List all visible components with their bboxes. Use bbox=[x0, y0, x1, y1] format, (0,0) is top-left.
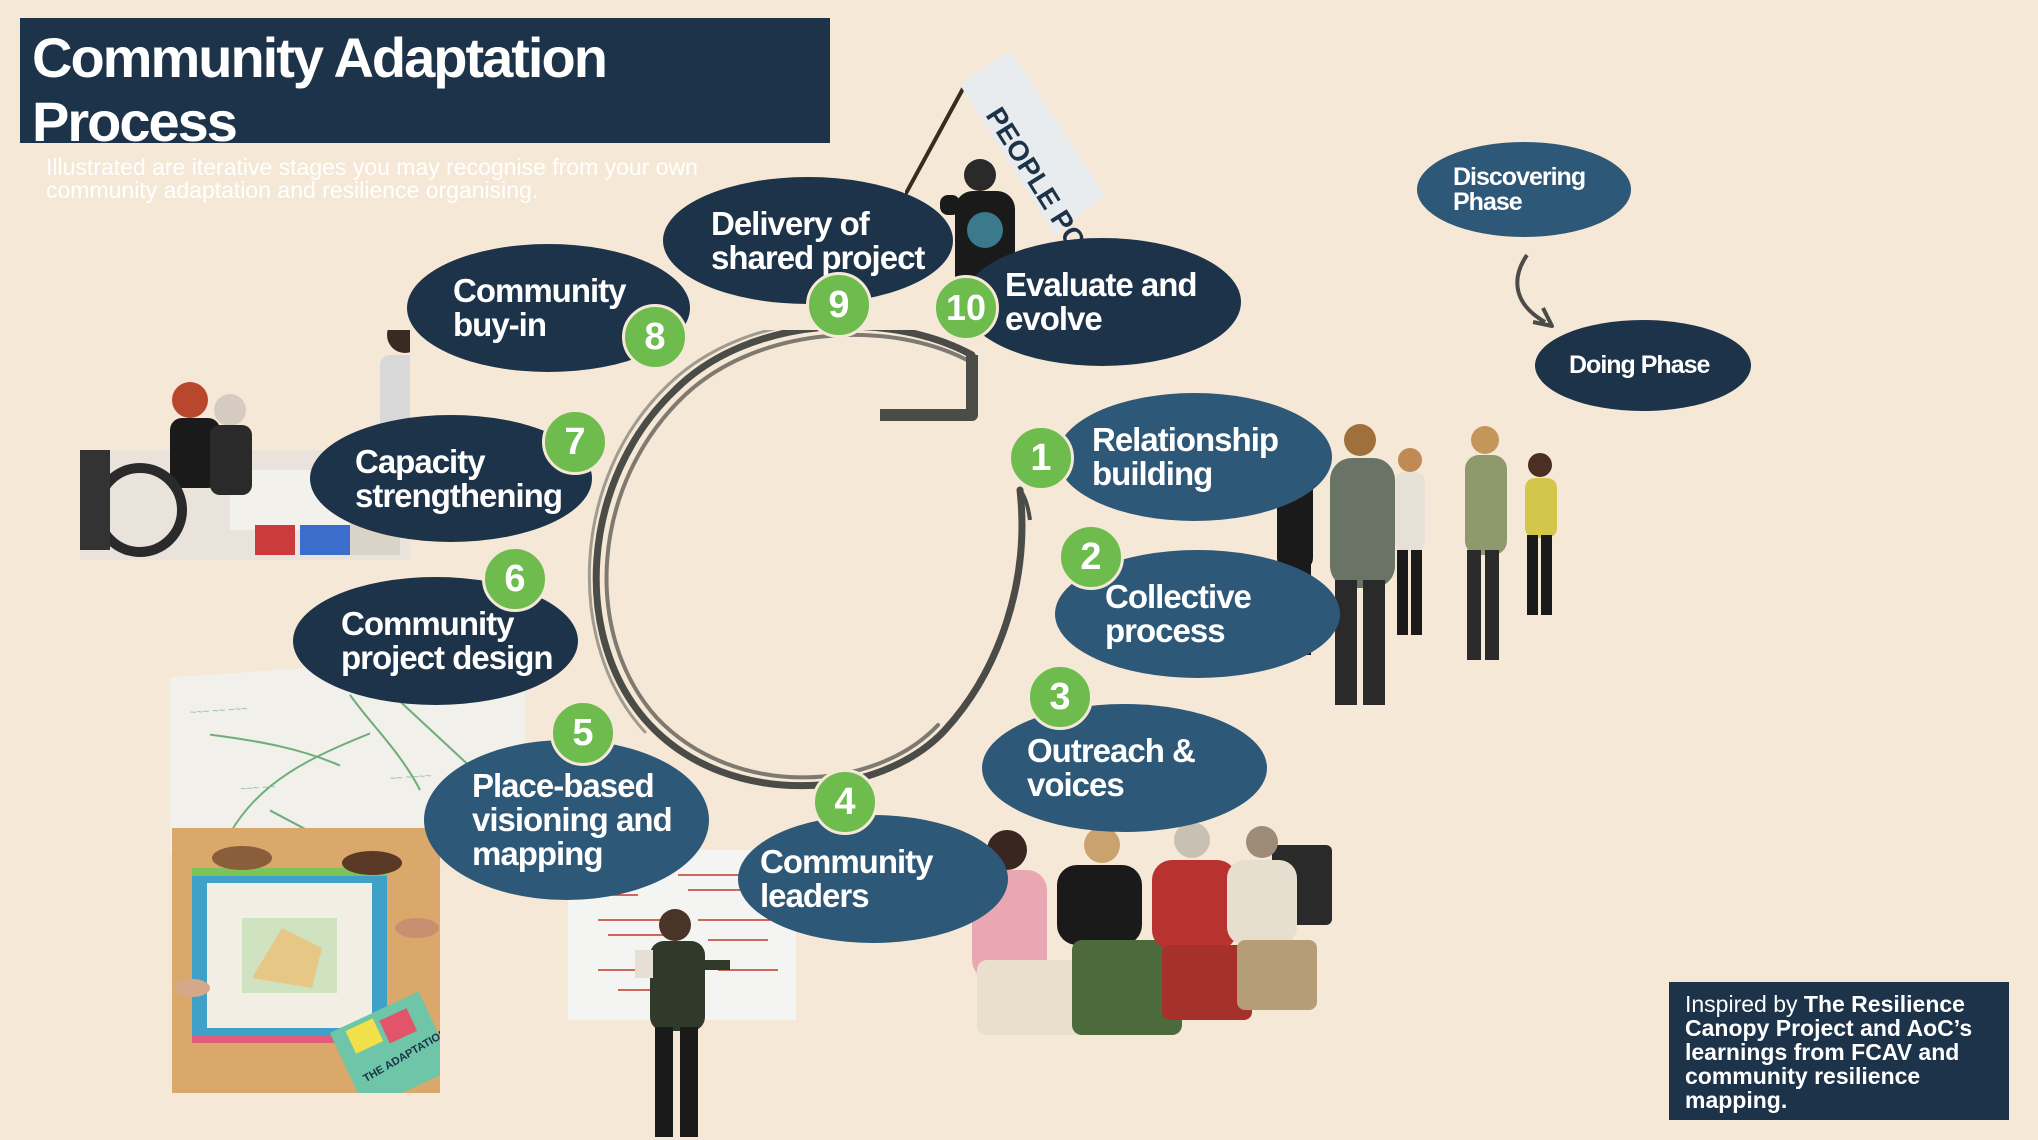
legend-discovering-label: Discovering Phase bbox=[1453, 162, 1586, 216]
stage-8-label: Community buy-in bbox=[453, 272, 626, 343]
stage-10-label: Evaluate and evolve bbox=[1005, 266, 1198, 337]
mapping-sketch: ~~~ ~~ ~~~ ~~ ~~~~ ~~~ ~~ bbox=[190, 694, 471, 838]
page-title: Community Adaptation Process bbox=[32, 26, 608, 153]
game-board-illustration: THE ADAPTATION GAME bbox=[174, 846, 481, 1110]
mapping-sheet-photo: ~~~ ~~ ~~~ ~~ ~~~~ ~~~ ~~ bbox=[170, 652, 525, 853]
stage-10-ellipse: Evaluate and evolve bbox=[963, 238, 1241, 366]
svg-text:~~~ ~~ ~~~: ~~~ ~~ ~~~ bbox=[190, 703, 247, 719]
stage-9-badge: 9 bbox=[806, 272, 872, 338]
stage-2-number: 2 bbox=[1080, 535, 1102, 578]
legend-doing-label: Doing Phase bbox=[1569, 351, 1710, 379]
svg-text:~~~ ~~: ~~~ ~~ bbox=[240, 781, 275, 795]
stage-6-badge: 6 bbox=[482, 546, 548, 612]
credit-box: Inspired by The Resilience Canopy Projec… bbox=[1669, 982, 2009, 1120]
cycle-arrow bbox=[587, 330, 1032, 790]
stage-2-ellipse: Collective process bbox=[1055, 550, 1340, 678]
stage-5-badge: 5 bbox=[550, 700, 616, 766]
stage-3-label: Outreach & voices bbox=[1027, 732, 1196, 803]
stage-5-ellipse: Place-based visioning and mapping bbox=[424, 740, 709, 900]
adaptation-game-photo: THE ADAPTATION GAME bbox=[172, 828, 481, 1110]
stage-6-label: Community project design bbox=[341, 605, 554, 676]
stage-2-label: Collective process bbox=[1105, 578, 1252, 649]
stage-3-number: 3 bbox=[1049, 675, 1071, 718]
stage-1-number: 1 bbox=[1030, 436, 1052, 479]
stage-9-ellipse: Delivery of shared project bbox=[663, 177, 953, 304]
stage-6-number: 6 bbox=[504, 557, 526, 600]
stage-3-badge: 3 bbox=[1027, 664, 1093, 730]
credit-prefix: Inspired by bbox=[1685, 991, 1804, 1017]
standing-group-photo bbox=[1277, 424, 1557, 705]
stage-1-ellipse: Relationship building bbox=[1057, 393, 1332, 521]
stage-7-number: 7 bbox=[564, 420, 586, 463]
legend-arrow-icon bbox=[1515, 253, 1554, 328]
title-box: Community Adaptation Process Illustrated… bbox=[20, 18, 830, 202]
stage-10-number: 10 bbox=[945, 287, 987, 328]
stage-4-label: Community leaders bbox=[760, 843, 933, 914]
stage-6-ellipse: Community project design bbox=[293, 577, 578, 705]
page-subtitle: Illustrated are iterative stages you may… bbox=[46, 154, 698, 203]
stage-4-badge: 4 bbox=[812, 769, 878, 835]
legend-discovering-phase: Discovering Phase bbox=[1417, 142, 1631, 237]
stage-8-badge: 8 bbox=[622, 304, 688, 370]
stage-9-label: Delivery of shared project bbox=[711, 204, 925, 276]
stage-1-badge: 1 bbox=[1008, 425, 1074, 491]
stage-2-badge: 2 bbox=[1058, 524, 1124, 590]
speaker-panel-photo bbox=[972, 822, 1332, 1035]
stage-7-label: Capacity strengthening bbox=[355, 442, 563, 514]
stage-9-number: 9 bbox=[828, 283, 850, 326]
svg-text:~~ ~~~~: ~~ ~~~~ bbox=[390, 770, 432, 785]
stage-5-number: 5 bbox=[572, 711, 594, 754]
legend-doing-phase: Doing Phase bbox=[1535, 320, 1751, 411]
stage-7-badge: 7 bbox=[542, 409, 608, 475]
stage-4-number: 4 bbox=[834, 780, 856, 823]
stage-10-badge: 10 bbox=[933, 275, 999, 341]
stage-1-label: Relationship building bbox=[1092, 421, 1279, 492]
credit-source: The Resilience Canopy Project and AoC’s … bbox=[1685, 991, 1973, 1113]
presenter-figure bbox=[635, 909, 730, 1137]
stage-4-ellipse: Community leaders bbox=[738, 815, 1008, 943]
stage-8-number: 8 bbox=[644, 315, 666, 358]
stage-5-label: Place-based visioning and mapping bbox=[472, 767, 673, 872]
stage-3-ellipse: Outreach & voices bbox=[982, 704, 1267, 832]
